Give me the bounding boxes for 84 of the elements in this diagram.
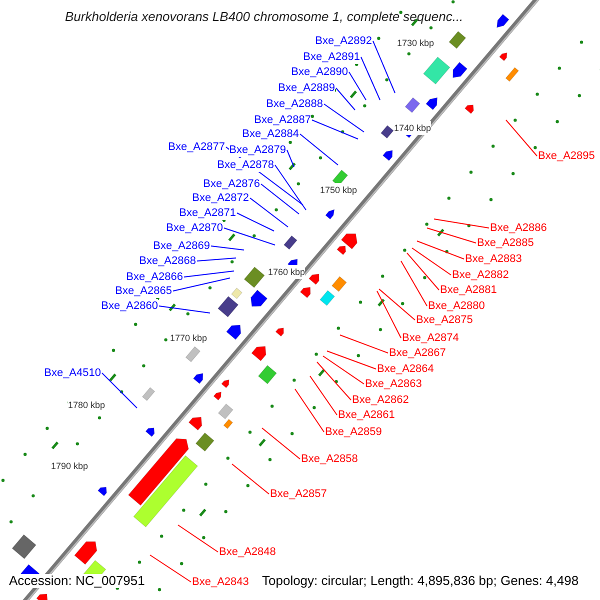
gene-label: Bxe_A2879 (229, 143, 286, 157)
leader-line (336, 88, 356, 110)
leader-line (150, 554, 192, 582)
gene-label: Bxe_A4510 (44, 366, 101, 380)
leader-line (224, 228, 276, 246)
gene-label: Bxe_A2870 (166, 221, 223, 235)
leader-line (236, 212, 274, 232)
gene-label: Bxe_A2864 (377, 362, 434, 376)
leader-line (312, 120, 358, 140)
gene-label: Bxe_A2889 (278, 81, 335, 95)
gene-label: Bxe_A2888 (266, 97, 323, 111)
gene-label: Bxe_A2859 (325, 425, 382, 439)
leader-line (348, 72, 366, 100)
leader-line (102, 372, 138, 408)
gene-label: Bxe_A2890 (291, 65, 348, 79)
leader-line (184, 270, 234, 278)
leader-line (294, 388, 324, 432)
gene-label: Bxe_A2874 (402, 331, 459, 345)
gene-label: Bxe_A2884 (242, 127, 299, 141)
gene-label: Bxe_A2882 (452, 268, 509, 282)
gene-label: Bxe_A2863 (365, 377, 422, 391)
leader-line (158, 306, 210, 314)
leader-line (434, 218, 490, 228)
leader-line (178, 524, 218, 552)
gene-label: Bxe_A2878 (217, 158, 274, 172)
tick-label: 1760 kbp (268, 265, 306, 279)
gene-label: Bxe_A2843 (192, 575, 249, 589)
leader-line (426, 228, 476, 244)
gene-label: Bxe_A2887 (254, 113, 311, 127)
leader-line (300, 134, 338, 166)
leader-line (406, 252, 440, 290)
leader-line (506, 120, 538, 156)
leader-line (378, 288, 416, 320)
tick-label: 1780 kbp (68, 398, 106, 412)
gene-label: Bxe_A2877 (168, 140, 225, 154)
leader-line (310, 376, 338, 416)
gene-label: Bxe_A2869 (153, 239, 210, 253)
leader-line (172, 278, 230, 292)
gene-label: Bxe_A2848 (219, 545, 276, 559)
tick-label: 1740 kbp (394, 121, 432, 135)
gene-label: Bxe_A2881 (440, 283, 497, 297)
leader-line (232, 464, 270, 494)
gene-label: Bxe_A2868 (139, 254, 196, 268)
tick-label: 1750 kbp (320, 183, 358, 197)
gene-label: Bxe_A2895 (538, 149, 595, 163)
leader-line (322, 356, 364, 384)
leader-line (416, 240, 464, 260)
gene-label: Bxe_A2861 (338, 408, 395, 422)
gene-label: Bxe_A2860 (101, 299, 158, 313)
gene-label: Bxe_A2872 (192, 191, 249, 205)
leader-line (286, 150, 294, 168)
leader-line (340, 334, 388, 354)
leader-line (316, 362, 352, 400)
leader-line (360, 56, 380, 100)
accession-text: Accession: NC_007951 (9, 574, 145, 588)
leader-line (250, 198, 288, 228)
leader-line (376, 290, 402, 338)
leader-line (210, 246, 244, 250)
leader-line (274, 164, 306, 210)
leader-line (400, 260, 428, 306)
gene-label: Bxe_A2880 (428, 299, 485, 313)
gene-label: Bxe_A2867 (389, 346, 446, 360)
leader-line (262, 428, 300, 460)
gene-label: Bxe_A2871 (179, 206, 236, 220)
gene-label: Bxe_A2892 (315, 34, 372, 48)
gene-label: Bxe_A2883 (465, 252, 522, 266)
gene-label: Bxe_A2866 (126, 270, 183, 284)
gene-label: Bxe_A2857 (270, 487, 327, 501)
leader-line (196, 258, 236, 262)
leader-line (326, 350, 376, 370)
gene-label: Bxe_A2858 (301, 452, 358, 466)
gene-label: Bxe_A2891 (303, 50, 360, 64)
gene-label: Bxe_A2875 (416, 313, 473, 327)
leader-line (372, 40, 396, 94)
topology-text: Topology: circular; Length: 4,895,836 bp; Genes: 4,498 (262, 574, 579, 588)
leader-line (260, 184, 300, 214)
gene-label: Bxe_A2862 (352, 393, 409, 407)
gene-label: Bxe_A2886 (490, 221, 547, 235)
gene-label: Bxe_A2865 (115, 284, 172, 298)
map-title: Burkholderia xenovorans LB400 chromosome 1, complete sequenc... (65, 10, 464, 24)
gene-label: Bxe_A2876 (203, 177, 260, 191)
leader-line (324, 104, 364, 132)
gene-label: Bxe_A2885 (477, 236, 534, 250)
leader-line (412, 248, 452, 276)
